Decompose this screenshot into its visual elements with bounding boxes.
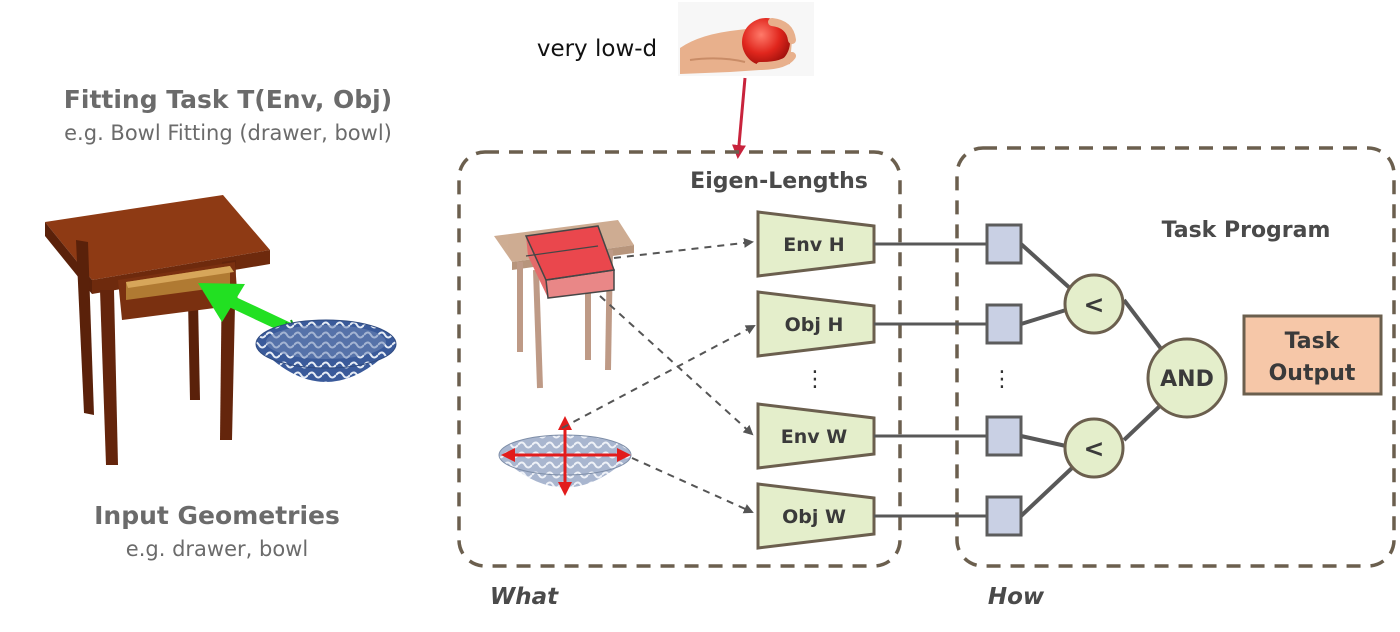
task-output-line1: Task bbox=[1285, 329, 1341, 354]
input-square bbox=[985, 303, 1023, 345]
bowl-icon bbox=[255, 319, 397, 382]
task-program-title: Task Program bbox=[1162, 218, 1331, 243]
and-label: AND bbox=[1160, 367, 1214, 392]
less-than-bottom-label: < bbox=[1084, 434, 1105, 463]
what-connectors bbox=[561, 237, 756, 514]
module-env-h-label: Env H bbox=[783, 234, 844, 256]
very-low-d-label: very low-d bbox=[537, 36, 657, 62]
module-obj-w-label: Obj W bbox=[782, 506, 846, 528]
program-lines bbox=[1019, 242, 1164, 518]
module-obj-h: Obj H bbox=[756, 290, 876, 358]
fitting-task-title: Fitting Task T(Env, Obj) bbox=[64, 85, 392, 114]
module-to-square-lines bbox=[874, 242, 987, 518]
eigen-lengths-title: Eigen-Lengths bbox=[690, 169, 868, 194]
input-geometries-title: Input Geometries bbox=[94, 501, 340, 530]
module-env-w: Env W bbox=[756, 402, 876, 470]
how-panel bbox=[955, 146, 1396, 568]
task-output-box: Task Output bbox=[1242, 314, 1383, 396]
module-env-w-label: Env W bbox=[781, 426, 848, 448]
module-obj-w: Obj W bbox=[756, 482, 876, 550]
fitting-task-subtitle: e.g. Bowl Fitting (drawer, bowl) bbox=[64, 121, 392, 145]
input-geometries-subtitle: e.g. drawer, bowl bbox=[126, 537, 308, 561]
input-square bbox=[985, 223, 1023, 265]
less-than-node-top: < bbox=[1063, 273, 1125, 335]
low-d-arrow bbox=[732, 77, 747, 159]
table-drawer-icon bbox=[45, 195, 270, 465]
what-panel bbox=[457, 150, 902, 568]
module-ellipsis: ⋮ bbox=[804, 367, 826, 392]
table-highlight-icon bbox=[494, 220, 634, 389]
module-env-h: Env H bbox=[756, 210, 876, 278]
bowl-measure-icon bbox=[498, 416, 632, 496]
input-square bbox=[985, 495, 1023, 537]
what-label: What bbox=[490, 584, 559, 610]
hand-ball-icon bbox=[678, 2, 814, 76]
and-node: AND bbox=[1146, 337, 1228, 419]
task-output-line2: Output bbox=[1269, 361, 1356, 386]
module-obj-h-label: Obj H bbox=[785, 314, 844, 336]
input-square bbox=[985, 415, 1023, 457]
less-than-node-bottom: < bbox=[1063, 417, 1125, 479]
less-than-top-label: < bbox=[1084, 290, 1105, 319]
how-label: How bbox=[988, 584, 1045, 610]
square-ellipsis: ⋮ bbox=[991, 367, 1013, 392]
